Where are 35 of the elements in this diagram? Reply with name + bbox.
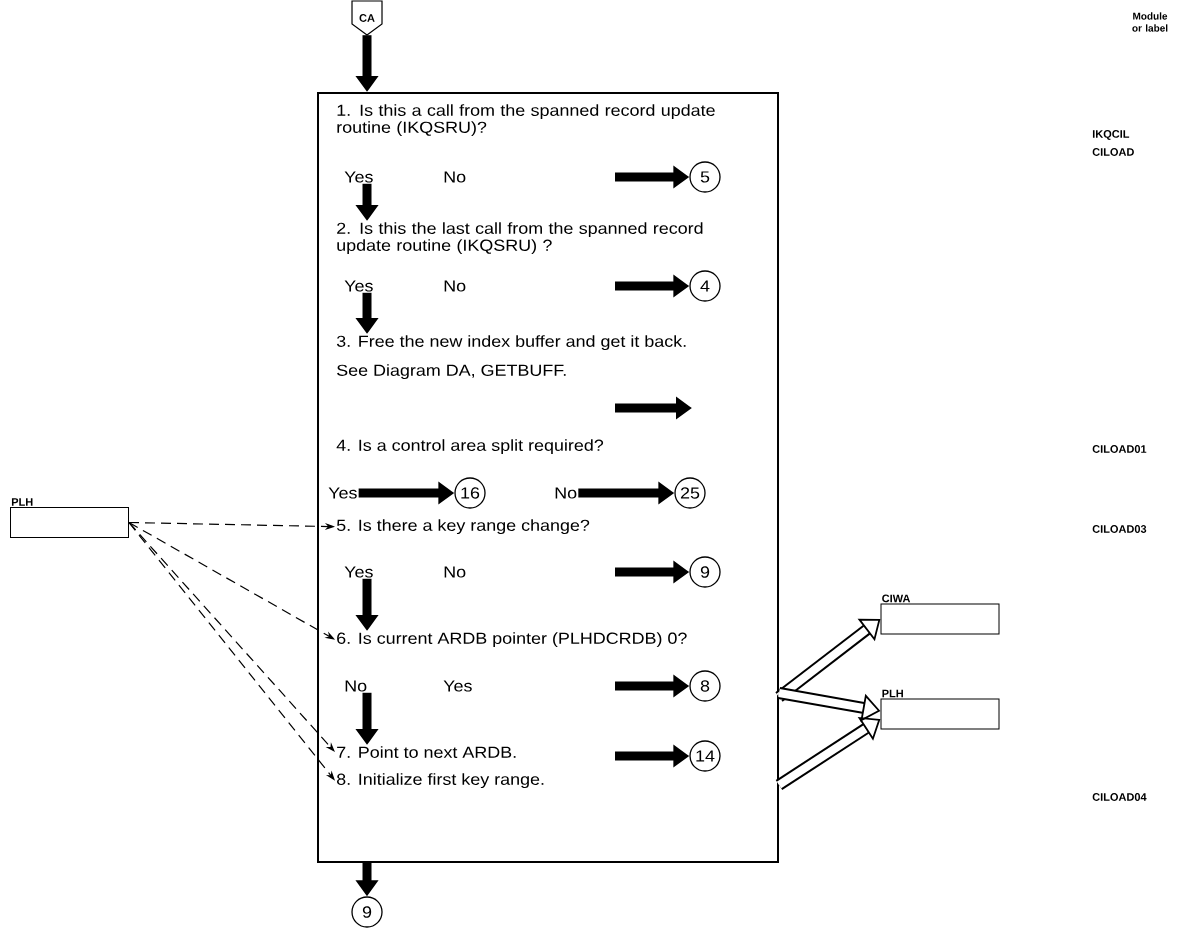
step-text: 8. Initialize first key range. [337, 773, 544, 789]
dashed-arrow [128, 521, 335, 640]
step-text: 7. Point to next ARDB. [337, 746, 516, 758]
module-name: IKQCIL [1092, 130, 1130, 140]
data-area-box: PLH [880, 689, 1000, 730]
branch-label: No [444, 171, 466, 183]
module-name: CILOAD04 [1092, 793, 1147, 801]
module-name: CILOAD [1092, 148, 1134, 156]
column-heading: Module or label [1132, 12, 1168, 32]
node-label: PLH [882, 689, 903, 698]
step-text: 1. Is this a call from the spanned record update routine (IKQSRU)? [337, 104, 715, 137]
data-area-box: CIWA [880, 594, 1000, 635]
branch-label: No [345, 680, 367, 692]
process-box [317, 92, 779, 863]
step-text: 5. Is there a key range change? [336, 519, 590, 535]
branch-label: Yes [344, 280, 373, 292]
node-label: CIWA [882, 594, 911, 603]
module-name: CILOAD01 [1092, 445, 1147, 453]
offpage-connector: CA [351, 0, 383, 36]
branch-label: Yes [344, 566, 373, 578]
branch-label: No [555, 487, 577, 499]
step-text: 4. Is a control area split required? [336, 439, 604, 455]
module-name: CILOAD03 [1092, 525, 1147, 533]
step-text: 2. Is this the last call from the spanned record update routine (IKQSRU) ? [337, 222, 703, 255]
step-text: 6. Is current ARDB pointer (PLHDCRDB) 0? [337, 632, 687, 648]
branch-label: No [444, 566, 466, 578]
branch-label: Yes [443, 680, 472, 692]
hollow-arrow [775, 716, 881, 791]
branch-label: Yes [344, 171, 373, 183]
hollow-arrow [775, 618, 881, 702]
step-text: 3. Free the new index buffer and get it back. See Diagram DA, GETBUFF. [336, 335, 686, 380]
branch-label: No [444, 280, 466, 292]
node-label: PLH [11, 498, 33, 506]
data-area-box: PLH [10, 498, 129, 538]
branch-label: Yes [328, 487, 357, 499]
